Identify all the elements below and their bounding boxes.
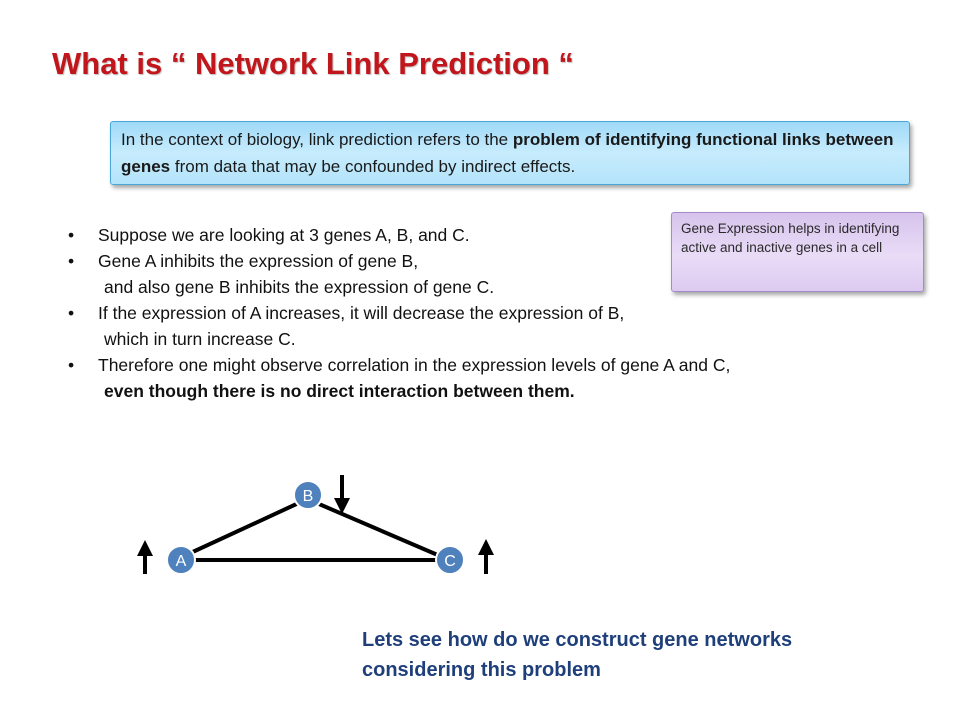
bullet-text: Therefore one might observe correlation …: [98, 355, 731, 375]
definition-text-part2: from data that may be confounded by indi…: [170, 157, 576, 176]
gene-node-b-label: B: [303, 488, 314, 505]
gene-node-c: C: [435, 545, 465, 575]
bullet-list: • Suppose we are looking at 3 genes A, B…: [66, 222, 926, 404]
edge-b-c: [311, 499, 441, 558]
bullet-icon: •: [68, 355, 75, 375]
bullet-item: • Gene A inhibits the expression of gene…: [66, 248, 926, 274]
definition-box: In the context of biology, link predicti…: [110, 121, 910, 185]
bullet-continuation: even though there is no direct interacti…: [104, 381, 575, 401]
bullet-continuation: which in turn increase C.: [104, 329, 296, 349]
bullet-icon: •: [68, 225, 75, 245]
definition-text-bold: problem of identifying functional links …: [121, 130, 894, 176]
gene-node-a-label: A: [176, 553, 187, 570]
edge-a-b: [183, 499, 304, 558]
bullet-item: • If the expression of A increases, it w…: [66, 300, 926, 326]
closing-line-1: Lets see how do we construct gene networ…: [362, 629, 793, 651]
bullet-item: • Therefore one might observe correlatio…: [66, 352, 926, 378]
bullet-continuation: and also gene B inhibits the expression …: [104, 277, 495, 297]
bullet-text: Gene A inhibits the expression of gene B…: [98, 251, 419, 271]
gene-expression-note: Gene Expression helps in identifying act…: [671, 212, 924, 292]
definition-text-part1: In the context of biology, link predicti…: [121, 130, 513, 149]
slide-title: What is “ Network Link Prediction “: [52, 46, 574, 81]
bullet-text: If the expression of A increases, it wil…: [98, 303, 625, 323]
bullet-text: Suppose we are looking at 3 genes A, B, …: [98, 225, 470, 245]
bullet-item: • Suppose we are looking at 3 genes A, B…: [66, 222, 926, 248]
bullet-icon: •: [68, 251, 75, 271]
closing-statement: Lets see how do we construct gene networ…: [362, 625, 792, 685]
bullet-icon: •: [68, 303, 75, 323]
gene-network-diagram: B A C: [137, 475, 494, 575]
gene-node-a: A: [166, 545, 196, 575]
gene-node-c-label: C: [444, 553, 456, 570]
gene-node-b: B: [293, 480, 323, 510]
closing-line-2: considering this problem: [362, 659, 601, 681]
